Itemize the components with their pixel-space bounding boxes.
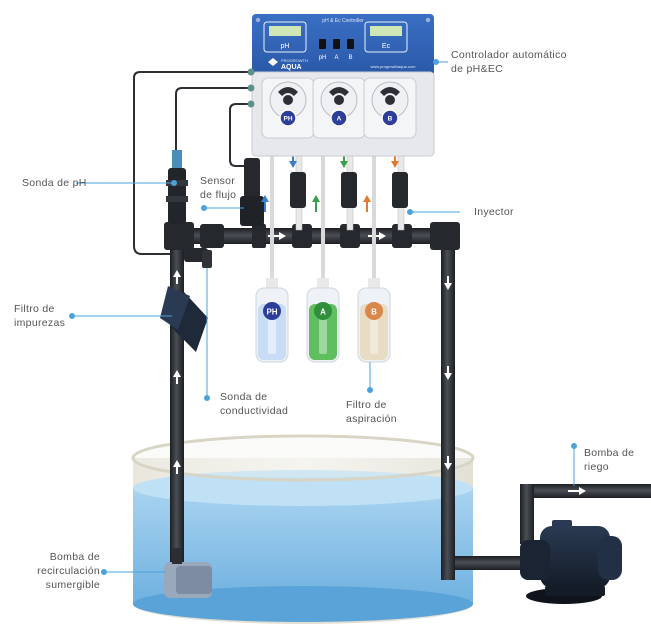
flow-sensor bbox=[240, 158, 264, 226]
bottle-a: A bbox=[306, 278, 340, 363]
label-filtro-impurezas-line2: impurezas bbox=[14, 317, 66, 329]
injector-lines bbox=[270, 139, 408, 290]
label-inyector: Inyector bbox=[474, 205, 514, 219]
label-filtro-impurezas: Filtro de impurezas bbox=[14, 302, 65, 330]
ec-display: Ec bbox=[364, 21, 408, 53]
label-inyector-line1: Inyector bbox=[474, 206, 514, 218]
submersible-pump bbox=[164, 548, 212, 598]
ph-probe bbox=[166, 150, 188, 224]
probe-cables bbox=[133, 71, 250, 255]
controller-title: pH & Ec Controller bbox=[322, 18, 364, 24]
bottle-ph: PH bbox=[255, 278, 289, 363]
pump-b-label: B bbox=[388, 116, 393, 123]
label-bomba-recirculacion-line2: recirculación bbox=[37, 565, 100, 577]
switch-b[interactable]: B bbox=[347, 39, 354, 61]
switch-ph[interactable]: pH bbox=[319, 39, 327, 61]
irrigation-pump bbox=[520, 520, 622, 604]
label-bomba-riego-line2: riego bbox=[584, 461, 609, 473]
peristaltic-pump-b: B bbox=[363, 77, 417, 139]
label-sonda-conductividad-line2: conductividad bbox=[220, 405, 289, 417]
label-filtro-impurezas-line1: Filtro de bbox=[14, 303, 55, 315]
label-sensor-flujo-line1: Sensor bbox=[200, 175, 236, 187]
label-controller: Controlador automático de pH&EC bbox=[451, 48, 567, 76]
dosing-arrows bbox=[261, 152, 399, 212]
pump-a-label: A bbox=[337, 116, 342, 123]
label-bomba-riego: Bomba de riego bbox=[584, 446, 634, 474]
ph-ec-controller: pH & Ec Controller pH Ec pH A B P bbox=[247, 14, 435, 157]
label-bomba-recirculacion-line1: Bomba de bbox=[49, 551, 100, 563]
label-sonda-ph: Sonda de pH bbox=[22, 176, 87, 190]
peristaltic-pump-ph: PH bbox=[261, 77, 315, 139]
label-sonda-conductividad-line1: Sonda de bbox=[220, 391, 268, 403]
switch-a[interactable]: A bbox=[333, 39, 340, 61]
impurity-filter bbox=[160, 248, 208, 352]
peristaltic-pump-a: A bbox=[312, 77, 366, 139]
switch-a-label: A bbox=[334, 55, 338, 61]
label-sonda-conductividad: Sonda de conductividad bbox=[220, 390, 288, 418]
label-controller-line1: Controlador automático bbox=[451, 49, 567, 61]
label-filtro-aspiracion-line1: Filtro de bbox=[346, 399, 387, 411]
label-filtro-aspiracion: Filtro de aspiración bbox=[346, 398, 397, 426]
switch-ph-label: pH bbox=[319, 55, 327, 61]
flow-arrows bbox=[173, 232, 586, 495]
label-controller-line2: de pH&EC bbox=[451, 63, 504, 75]
bottle-a-label: A bbox=[320, 308, 326, 317]
label-filtro-aspiracion-line2: aspiración bbox=[346, 413, 397, 425]
ph-display-label: pH bbox=[281, 43, 290, 50]
pump-ph-label: PH bbox=[283, 116, 292, 123]
brand-top: PROGROWTH bbox=[281, 58, 308, 63]
ph-display: pH bbox=[263, 21, 307, 53]
brand-logo: PROGROWTH AQUA bbox=[268, 58, 308, 71]
conductivity-probe bbox=[202, 250, 212, 268]
controller-website: www.progrowthaqua.com bbox=[371, 64, 417, 69]
bottle-b-label: B bbox=[371, 308, 377, 317]
callout-lines bbox=[69, 59, 577, 575]
label-bomba-recirculacion: Bomba de recirculación sumergible bbox=[30, 550, 100, 592]
brand-bottom: AQUA bbox=[281, 64, 302, 71]
label-bomba-riego-line1: Bomba de bbox=[584, 447, 635, 459]
switch-b-label: B bbox=[348, 55, 352, 61]
bottle-ph-label: PH bbox=[266, 308, 277, 317]
label-sonda-ph-line1: Sonda de pH bbox=[22, 177, 87, 189]
label-sensor-flujo-line2: de flujo bbox=[200, 189, 237, 201]
label-bomba-recirculacion-line3: sumergible bbox=[45, 579, 100, 591]
bottle-b: B bbox=[357, 278, 391, 363]
ec-display-label: Ec bbox=[382, 43, 391, 50]
label-sensor-flujo: Sensor de flujo bbox=[200, 174, 236, 202]
